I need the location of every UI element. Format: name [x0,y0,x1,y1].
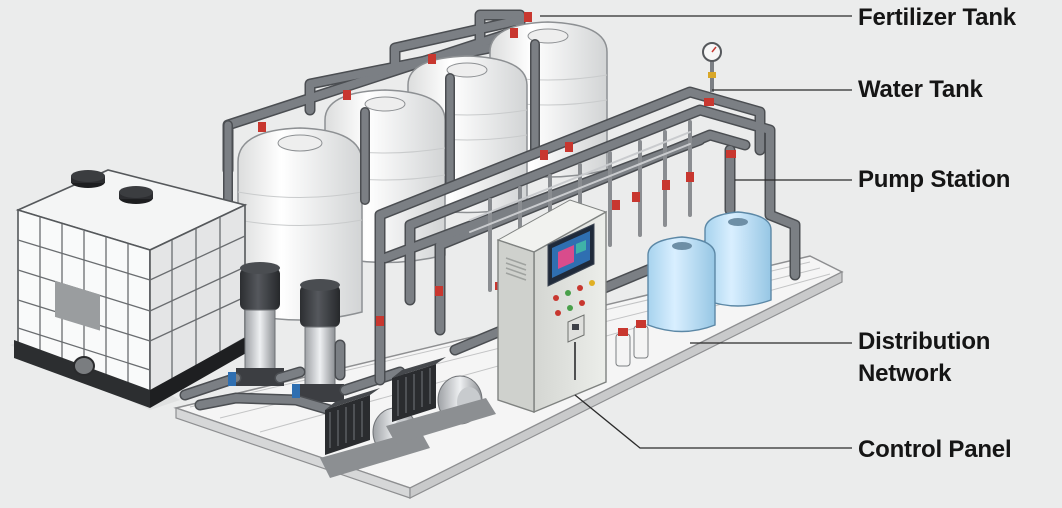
label-water-tank: Water Tank [858,76,983,103]
blue-tank-right [704,211,772,307]
leader-control-panel [574,394,852,449]
label-distribution-network-line2: Network [858,360,952,387]
indicator-lights-icon [553,280,595,316]
vertical-pump-2 [296,279,344,402]
water-tank-ibc [14,169,248,408]
label-pump-station: Pump Station [858,166,1011,193]
control-panel-cabinet [496,199,608,414]
callout-lines [540,15,852,449]
centrifugal-pump-2 [386,357,496,444]
ibc-label-plate [55,280,100,331]
filter-cartridges [615,320,649,367]
pump-piping [179,339,406,416]
label-fertilizer-tank: Fertilizer Tank [858,4,1016,31]
blue-tanks [647,211,772,333]
vertical-pump-1 [236,262,284,386]
blue-tank-left [647,236,716,333]
red-valves [258,12,736,326]
pressure-gauge-icon [702,42,722,92]
label-distribution-network-line1: Distribution [858,328,991,355]
control-screen-icon [547,223,595,287]
label-control-panel: Control Panel [858,436,1012,463]
